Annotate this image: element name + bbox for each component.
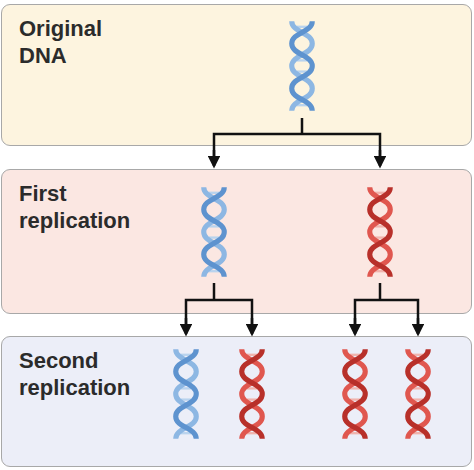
arrow-head-line [379, 150, 382, 166]
arrow-head-line [185, 318, 188, 334]
stage-band: Second replication [1, 336, 472, 467]
stage-band: Original DNA [1, 4, 472, 146]
band-title: Original DNA [19, 15, 154, 69]
arrow-head-line [417, 318, 420, 334]
band-title: First replication [19, 180, 154, 234]
arrow-head-line [213, 150, 216, 166]
arrow-head-line [354, 318, 357, 334]
stage-band: First replication [1, 169, 472, 314]
band-title: Second replication [19, 347, 154, 401]
arrow-head-line [251, 318, 254, 334]
